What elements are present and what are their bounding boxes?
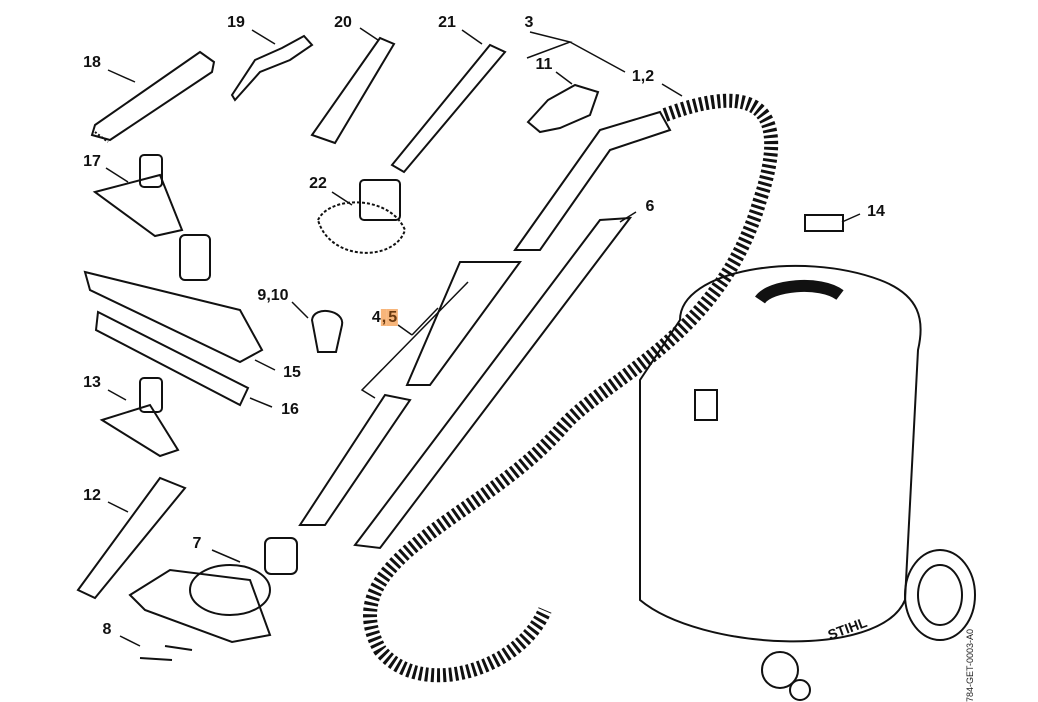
part-16-brush-strip xyxy=(94,310,250,407)
label-16: 16 xyxy=(281,401,299,418)
part-22-brush-ring xyxy=(316,179,407,254)
document-id: 784-GET-0003-A0 xyxy=(965,628,975,702)
part-9-10-clip xyxy=(310,310,344,353)
label-4-5: 4,5 xyxy=(371,309,399,327)
label-20: 20 xyxy=(334,14,352,31)
label-13: 13 xyxy=(83,374,101,391)
label-19: 19 xyxy=(227,14,245,31)
label-11: 11 xyxy=(535,56,553,73)
label-7: 7 xyxy=(192,535,202,552)
part-13-small-nozzle xyxy=(99,377,180,458)
part-14-label xyxy=(804,214,844,232)
label-3: 3 xyxy=(524,14,534,31)
label-12: 12 xyxy=(83,487,101,504)
label-18: 18 xyxy=(83,54,101,71)
label-5-highlighted: 5 xyxy=(387,309,399,326)
leader-lines xyxy=(105,27,861,647)
part-19-dusting-brush xyxy=(230,34,314,102)
label-21: 21 xyxy=(438,14,456,31)
part-1-2-suction-hose xyxy=(363,93,779,683)
label-22: 22 xyxy=(309,175,327,192)
vacuum-cleaner-body xyxy=(639,264,976,701)
elbow-tube xyxy=(513,110,672,251)
label-8: 8 xyxy=(102,621,112,638)
label-separator: , xyxy=(380,309,388,326)
part-18-upholstery-brush xyxy=(90,50,216,143)
label-4: 4 xyxy=(371,309,381,326)
part-6-telescopic-tube xyxy=(353,216,633,550)
label-9-10: 9,10 xyxy=(257,287,289,304)
part-4-5-extension-tubes xyxy=(298,261,522,526)
label-1-2: 1,2 xyxy=(631,68,655,85)
label-15: 15 xyxy=(283,364,301,381)
brand-logo: STIHL xyxy=(826,614,870,643)
part-17-upholstery-nozzle xyxy=(92,154,184,238)
label-14: 14 xyxy=(867,203,885,220)
part-15-floor-nozzle xyxy=(83,234,264,364)
part-20-crevice-slim xyxy=(310,36,396,145)
part-7-floor-nozzle xyxy=(128,537,298,644)
label-17: 17 xyxy=(83,153,101,170)
part-12-crevice-nozzle xyxy=(76,476,187,600)
part-21-crevice-long xyxy=(390,43,507,174)
part-11-adapter xyxy=(526,83,600,134)
label-6: 6 xyxy=(645,198,655,215)
part-8-strips xyxy=(139,645,193,661)
